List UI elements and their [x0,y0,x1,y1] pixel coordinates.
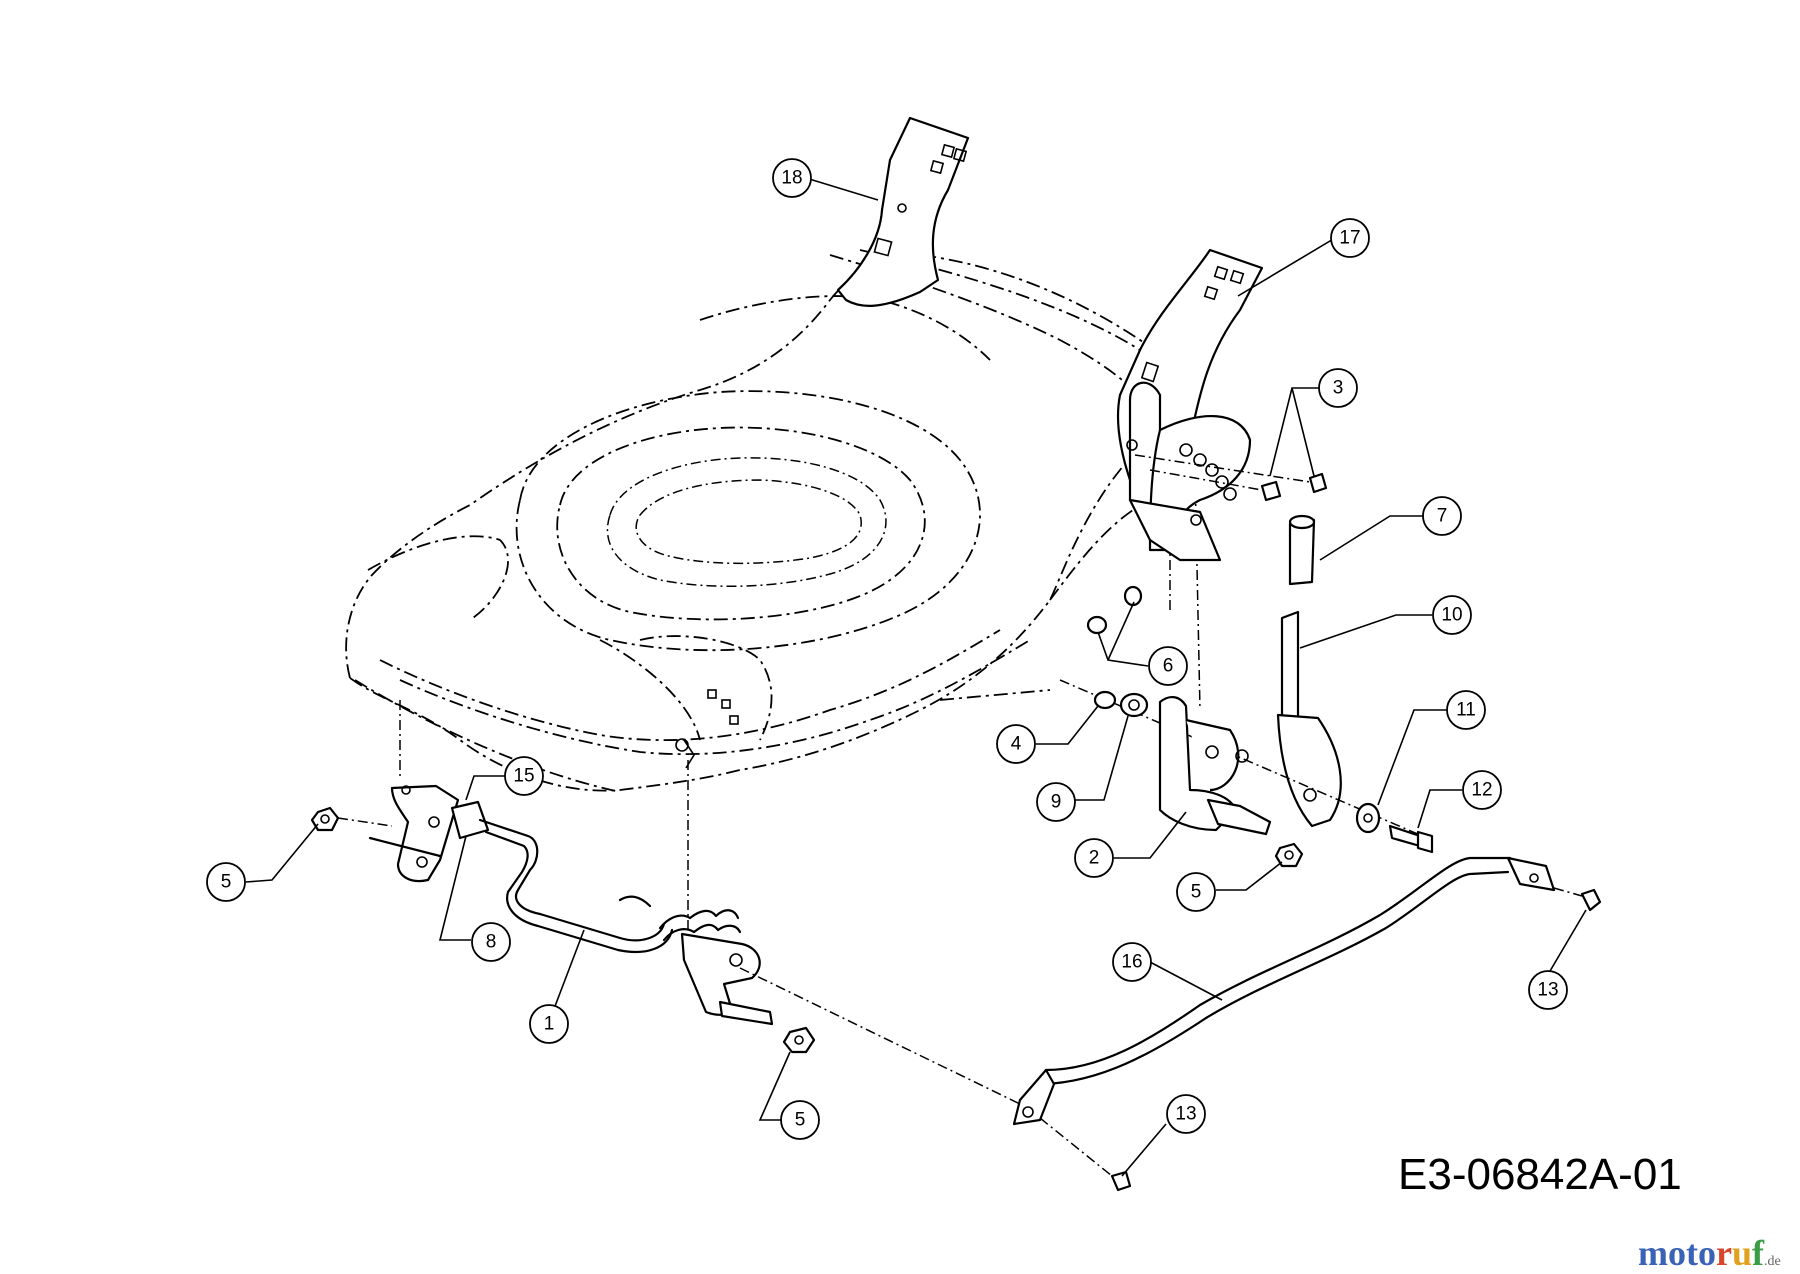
watermark-part-2: r [1715,1233,1732,1273]
watermark-part-4: f [1752,1233,1764,1273]
callout-17: 17 [1330,218,1370,258]
bolts-part-3 [1134,454,1328,502]
callout-label-5-right: 5 [1191,882,1202,903]
callout-9: 9 [1036,782,1076,822]
callout-label-9: 9 [1051,792,1062,813]
spacer-tube-part-7 [1288,514,1316,586]
callout-4: 4 [996,724,1036,764]
callout-1: 1 [529,1004,569,1044]
callout-8: 8 [471,922,511,962]
callout-5-right: 5 [1176,872,1216,912]
callout-label-6: 6 [1163,656,1174,677]
watermark-part-1: moto [1638,1233,1716,1273]
callout-15: 15 [504,756,544,796]
callout-11: 11 [1446,690,1486,730]
callout-label-18: 18 [781,168,802,189]
callout-18: 18 [772,158,812,198]
right-axle-assembly [1059,585,1434,868]
rear-left-handle-bracket [836,116,970,307]
callout-label-5-bottom: 5 [795,1110,806,1131]
callout-label-1: 1 [544,1014,555,1035]
callout-12: 12 [1462,770,1502,810]
callout-label-5-left: 5 [221,872,232,893]
left-axle-assembly [310,784,1021,1105]
callout-label-15: 15 [513,766,534,787]
callout-5-bottom: 5 [780,1100,820,1140]
lever-link-part-10 [1276,610,1342,828]
callout-2: 2 [1074,838,1114,878]
callout-label-12: 12 [1471,780,1492,801]
callout-label-11: 11 [1456,700,1476,721]
callout-5-left: 5 [206,862,246,902]
callout-7: 7 [1422,496,1462,536]
watermark-part-3: u [1731,1233,1752,1273]
callout-10: 10 [1432,595,1472,635]
callout-3: 3 [1318,368,1358,408]
callout-label-7: 7 [1437,506,1448,527]
callout-label-16: 16 [1121,952,1142,973]
mower-deck-outline [345,249,1201,950]
watermark-tld: .de [1764,1254,1781,1269]
motoruf-watermark: motoruf.de [1638,1232,1781,1274]
callout-label-10: 10 [1441,605,1462,626]
callout-label-3: 3 [1333,378,1344,399]
callout-6: 6 [1148,646,1188,686]
callout-label-4: 4 [1011,734,1022,755]
rear-right-height-bracket [1116,248,1264,562]
callout-16: 16 [1112,942,1152,982]
callout-13-bottom: 13 [1166,1094,1206,1134]
callout-13-right: 13 [1528,970,1568,1010]
drawing-code: E3-06842A-01 [1398,1150,1682,1199]
callout-label-2: 2 [1089,848,1100,869]
callout-label-17: 17 [1339,228,1360,249]
callout-label-13-bottom: 13 [1175,1104,1196,1125]
callout-label-8: 8 [486,932,497,953]
callout-label-13-right: 13 [1537,980,1558,1001]
adjust-rod-part-16 [1012,856,1602,1192]
